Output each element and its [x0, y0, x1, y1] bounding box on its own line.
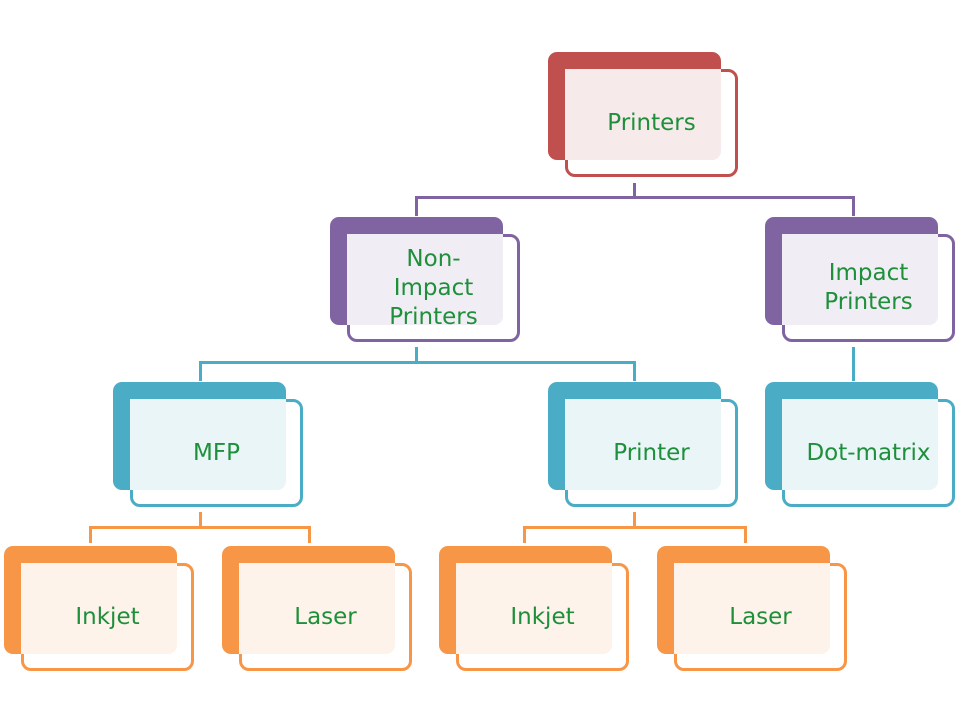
connector-printer-down	[633, 512, 636, 528]
node-label: Inkjet	[75, 603, 140, 630]
connector-impact-up	[852, 196, 855, 216]
node-label: Impact Printers	[824, 260, 913, 315]
node-label: Dot-matrix	[806, 439, 931, 466]
node-label: Inkjet	[510, 603, 575, 630]
node-tint	[674, 563, 830, 654]
connector-printer-inkjet-up	[523, 526, 526, 543]
connector-level1-bar	[415, 196, 855, 199]
node-tint	[782, 399, 938, 490]
node-tint	[347, 234, 503, 325]
connector-printer-laser-up	[744, 526, 747, 543]
connector-printers	[633, 183, 636, 198]
connector-mfp-inkjet-up	[89, 526, 92, 543]
connector-non-impact-up	[415, 196, 418, 216]
connector-non-impact-down	[415, 347, 418, 363]
connector-mfp-up	[199, 361, 202, 381]
node-label: MFP	[193, 439, 240, 466]
connector-printer-up	[633, 361, 636, 381]
node-label: Printers	[607, 109, 696, 136]
connector-printer-bar	[523, 526, 747, 529]
node-label: Laser	[729, 603, 792, 630]
node-tint	[21, 563, 177, 654]
node-tint	[456, 563, 612, 654]
connector-mfp-bar	[89, 526, 311, 529]
node-tint	[239, 563, 395, 654]
node-tint	[130, 399, 286, 490]
node-label: Non- Impact Printers	[389, 245, 478, 330]
connector-level2-bar	[199, 361, 636, 364]
node-tint	[565, 399, 721, 490]
connector-mfp-laser-up	[308, 526, 311, 543]
node-label: Printer	[613, 439, 690, 466]
node-tint	[782, 234, 938, 325]
node-tint	[565, 69, 721, 160]
node-label: Laser	[294, 603, 357, 630]
connector-mfp-down	[199, 512, 202, 528]
connector-impact-down	[852, 347, 855, 381]
